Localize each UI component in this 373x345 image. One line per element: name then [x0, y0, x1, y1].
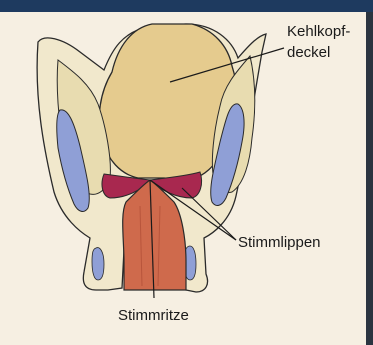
left-lower-blue: [92, 248, 104, 280]
top-dark-band: [0, 0, 373, 12]
epiglottis-label-line1: Kehlkopf-: [287, 22, 350, 41]
glottis-label: Stimmritze: [118, 306, 189, 325]
vocal-folds-label: Stimmlippen: [238, 233, 321, 252]
epiglottis-label-line2: deckel: [287, 43, 330, 62]
right-dark-edge: [366, 12, 373, 345]
